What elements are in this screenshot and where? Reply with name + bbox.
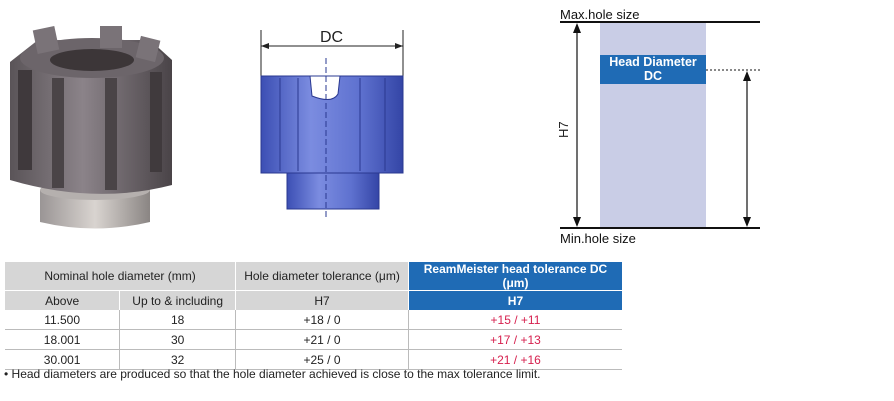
head-diameter-dc-label: DC: [643, 69, 663, 83]
table-row: 30.001 32 +25 / 0 +21 / +16: [5, 349, 622, 370]
dc-dimension-label: DC: [320, 29, 343, 46]
nominal-diameter-header: Nominal hole diameter (mm): [5, 262, 237, 291]
up-to-header: Up to & including: [119, 290, 237, 310]
head-diameter-label: Head Diameter: [609, 55, 697, 69]
table-row: 11.500 18 +18 / 0 +15 / +11: [5, 310, 622, 330]
hole-tolerance-header: Hole diameter tolerance (μm): [235, 262, 409, 291]
above-header: Above: [5, 290, 121, 310]
min-hole-size-label: Min.hole size: [560, 231, 636, 246]
up-to-cell: 30: [119, 329, 237, 350]
head-tolerance-cell: +21 / +16: [408, 349, 622, 370]
hole-tolerance-cell: +25 / 0: [235, 349, 409, 370]
table-row: 18.001 30 +21 / 0 +17 / +13: [5, 329, 622, 350]
hole-h7-header: H7: [235, 290, 409, 310]
above-cell: 11.500: [5, 310, 121, 330]
max-hole-size-label: Max.hole size: [560, 7, 640, 22]
head-tolerance-cell: +17 / +13: [408, 329, 622, 350]
up-to-cell: 18: [119, 310, 237, 330]
head-diameter-box: Head Diameter DC: [600, 55, 706, 84]
above-cell: 18.001: [5, 329, 121, 350]
above-cell: 30.001: [5, 349, 121, 370]
reamer-head-photo: [10, 25, 172, 229]
head-tolerance-cell: +15 / +11: [408, 310, 622, 330]
hole-tolerance-cell: +21 / 0: [235, 329, 409, 350]
up-to-cell: 32: [119, 349, 237, 370]
tolerance-table: Nominal hole diameter (mm) Hole diameter…: [5, 262, 622, 370]
table-sub-header-row: Above Up to & including H7 H7: [5, 290, 622, 310]
head-h7-header: H7: [408, 290, 622, 310]
footnote: • Head diameters are produced so that th…: [4, 367, 541, 381]
hole-tolerance-cell: +18 / 0: [235, 310, 409, 330]
head-tolerance-header: ReamMeister head tolerance DC (μm): [408, 262, 622, 291]
tolerance-diagram: [560, 21, 760, 229]
table-group-header-row: Nominal hole diameter (mm) Hole diameter…: [5, 262, 622, 291]
h7-axis-label: H7: [556, 121, 571, 138]
reamer-head-drawing: DC: [260, 29, 404, 218]
